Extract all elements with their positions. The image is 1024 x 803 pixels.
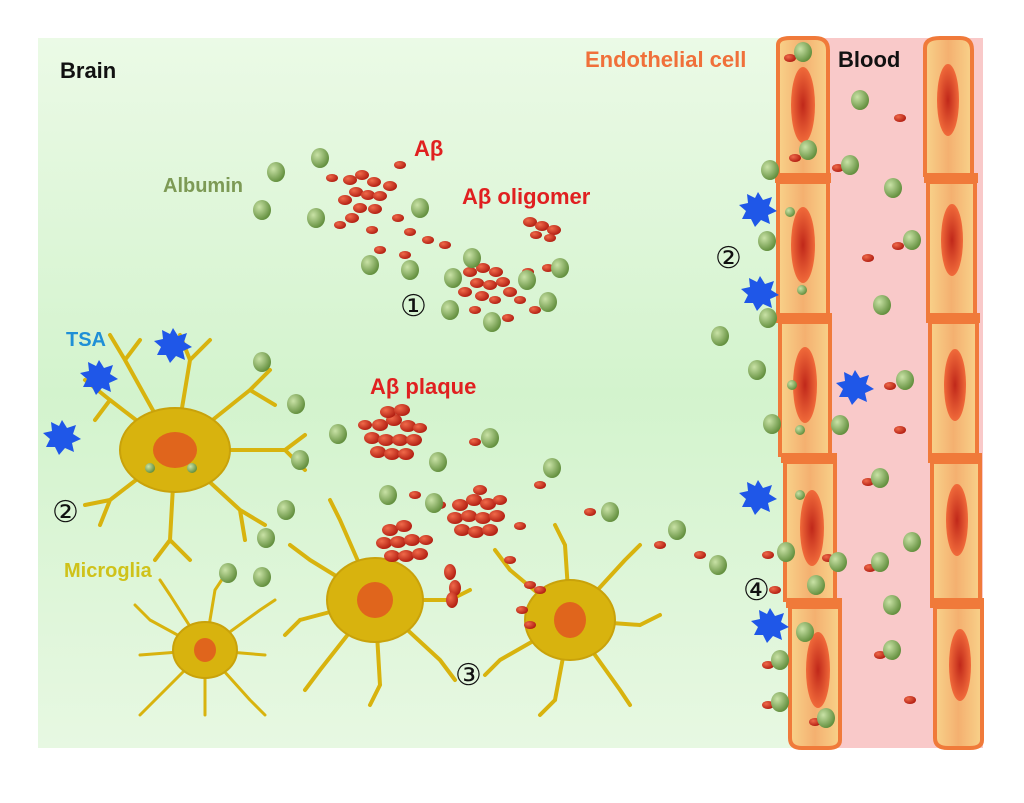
tsa-stars: [43, 192, 874, 643]
tsa-star: [43, 420, 81, 455]
label-blood: Blood: [838, 47, 900, 72]
label-abeta: Aβ: [414, 136, 443, 161]
label-tsa: TSA: [66, 329, 106, 351]
label-microglia: Microglia: [64, 560, 153, 582]
microglia-cell-center: [283, 498, 472, 707]
label-albumin: Albumin: [163, 175, 243, 197]
label-abeta-plaque: Aβ plaque: [370, 374, 476, 399]
albumin-particles: [145, 42, 921, 728]
endothelial-wall-left: [775, 36, 842, 750]
step-marker-4: ④: [743, 573, 770, 608]
label-endothelial-cell: Endothelial cell: [585, 47, 746, 72]
step-marker-2-left: ②: [52, 495, 79, 530]
step-marker-3: ③: [455, 658, 482, 693]
label-brain: Brain: [60, 58, 116, 83]
tsa-star: [751, 608, 789, 643]
tsa-star: [739, 192, 777, 227]
step-marker-1: ①: [400, 289, 427, 324]
abeta-monomers: [326, 54, 916, 726]
tsa-star: [741, 276, 779, 311]
microglia-cell-right: [483, 523, 662, 717]
tsa-star: [154, 328, 192, 363]
step-marker-2-right: ②: [715, 241, 742, 276]
tsa-star: [80, 360, 118, 395]
tsa-star: [739, 480, 777, 515]
label-abeta-oligomer: Aβ oligomer: [462, 184, 591, 209]
endothelial-wall-right: [923, 36, 984, 750]
microglia-cell-bottom-left: [133, 573, 277, 717]
tsa-star: [836, 370, 874, 405]
